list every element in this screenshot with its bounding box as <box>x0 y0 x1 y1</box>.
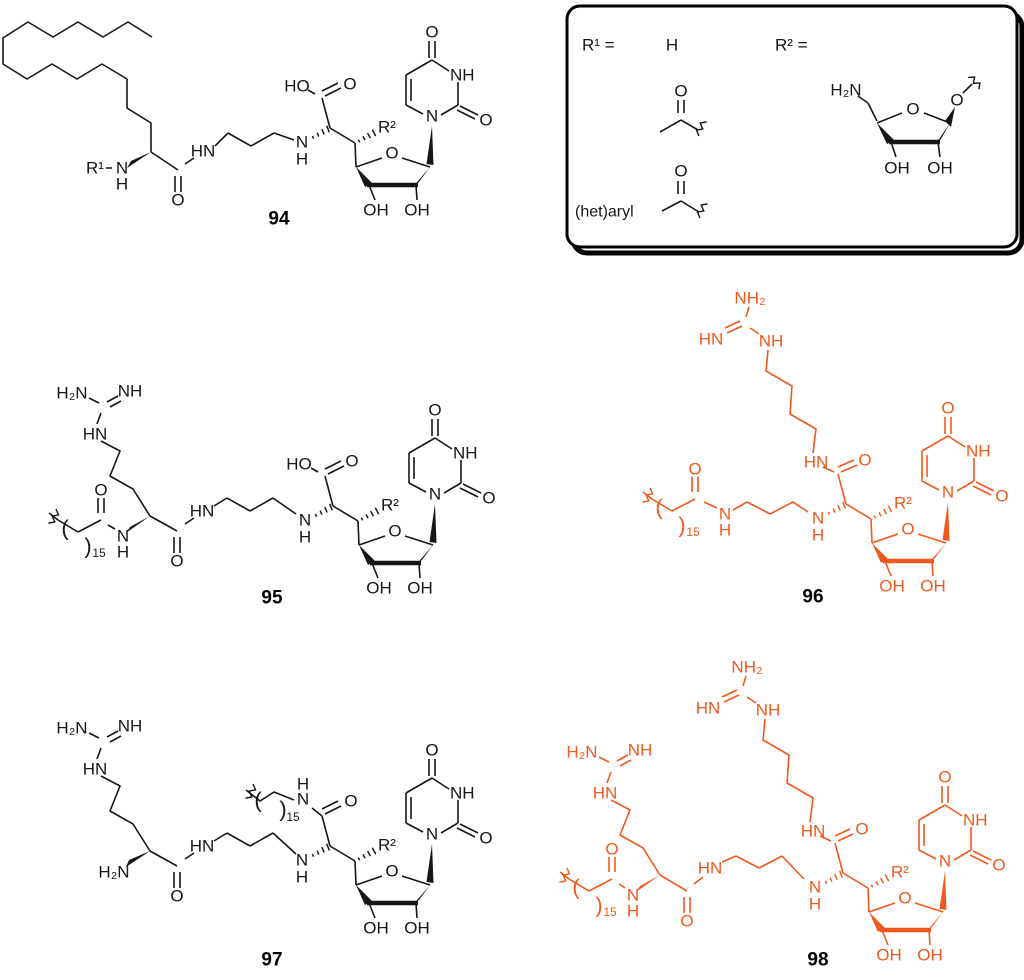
structure-number-labels: 94 95 96 97 98 <box>261 209 828 971</box>
atom-label-n: N <box>117 527 129 546</box>
repeat-paren-open: ( <box>254 788 262 813</box>
alkyl-chain <box>245 789 295 802</box>
alkyl-chain <box>2 21 153 152</box>
atom-label-o: O <box>674 162 687 181</box>
atom-label-o: O <box>170 887 183 906</box>
structure-97: ( ) 15 H₂N O HN N H O <box>55 715 493 938</box>
guanidine-96 <box>697 287 785 352</box>
structure-number-94: 94 <box>268 209 290 230</box>
atom-label-n: N <box>297 790 309 809</box>
atom-label-o: O <box>171 191 184 210</box>
structure-number-96: 96 <box>802 587 823 608</box>
atom-label-hn: HN <box>190 502 215 521</box>
atom-label-hn: HN <box>698 859 723 878</box>
r1-substituent-label: R¹ <box>86 159 104 178</box>
guanidine-97 <box>55 715 144 780</box>
arg-side-chain-98 <box>610 799 661 876</box>
atom-label-ho: HO <box>284 77 310 96</box>
wedge-bond <box>126 851 150 867</box>
guanidine-98-right <box>694 656 782 721</box>
structure-number-97: 97 <box>261 950 282 971</box>
wedge-bond <box>945 107 955 127</box>
atom-label-n: N <box>719 505 731 524</box>
repeat-count-15: 15 <box>286 810 300 824</box>
wedge-bond <box>636 875 660 892</box>
structure-number-98: 98 <box>807 950 828 971</box>
atom-label-o: O <box>858 451 871 470</box>
legend-hetaryl-bonds <box>661 181 709 219</box>
atom-label-o: O <box>345 452 358 471</box>
structure-97-bonds <box>126 783 342 888</box>
atom-label-o: O <box>950 91 963 110</box>
atom-label-h2n: H₂N <box>830 81 861 100</box>
repeat-paren-close: ) <box>279 797 286 822</box>
atom-label-h2n: H₂N <box>98 863 129 882</box>
legend-r2-definition: R² = <box>775 36 808 55</box>
structure-95-bonds <box>107 460 345 553</box>
arg-side-chain-95 <box>100 440 151 517</box>
legend-hetaryl-label: (het)aryl <box>575 204 634 221</box>
atom-label-h: H <box>117 543 129 562</box>
legend-r1-definition: R¹ = <box>582 36 615 55</box>
nucleoside-core-95 <box>299 401 496 598</box>
nucleoside-core-97 <box>296 741 493 938</box>
atom-label-ring-o: O <box>906 100 919 119</box>
aminobutyl-96 <box>765 349 830 473</box>
palmitoyl-95 <box>48 481 107 561</box>
atom-label-hn: HN <box>191 142 216 161</box>
structure-98-bonds <box>618 828 854 913</box>
atom-label-n: N <box>627 886 639 905</box>
atom-label-h: H <box>627 902 639 921</box>
structure-96-bonds <box>703 459 858 515</box>
aminobutyl-98 <box>762 718 827 842</box>
structure-96: O N H <box>642 287 1009 596</box>
atom-label-o: O <box>855 820 868 839</box>
wedge-bond <box>126 516 150 533</box>
nucleoside-core-96 <box>812 399 1009 596</box>
legend-r1-hydrogen: H <box>666 36 678 55</box>
legend-acetyl-bonds <box>659 100 708 137</box>
structure-95: N H O HN HO O <box>48 380 496 598</box>
structure-98: O N H O HN <box>559 656 1006 965</box>
wedge-bond <box>127 152 151 168</box>
structure-94-bonds <box>2 21 342 192</box>
atom-label-o: O <box>343 75 356 94</box>
wedge-bond <box>877 123 894 144</box>
atom-label-o: O <box>170 552 183 571</box>
atom-label-o: O <box>344 792 357 811</box>
structure-94: R¹ N H O HN HO O <box>2 21 493 220</box>
legend-r2-sugar-bonds <box>857 73 984 158</box>
atom-label-o: O <box>680 912 693 931</box>
legend-box-border <box>565 4 1019 249</box>
atom-label-o: O <box>674 82 687 101</box>
legend-box: R¹ = H R² = O O (het)aryl H₂N O OH OH O <box>565 4 1024 256</box>
palmitoyl-96 <box>642 460 701 540</box>
arg-side-chain-97 <box>100 775 151 852</box>
guanidine-95 <box>55 380 144 445</box>
wedge-bond <box>935 123 950 145</box>
palmitoyl-98 <box>559 840 618 920</box>
guanidine-98-left <box>565 739 654 804</box>
nucleoside-core-94 <box>296 23 493 220</box>
atom-label-ho: HO <box>286 455 312 474</box>
atom-label-h: H <box>297 775 309 794</box>
atom-label-h: H <box>719 521 731 540</box>
atom-label-oh: OH <box>927 159 953 178</box>
nucleoside-core-98 <box>809 768 1006 965</box>
atom-label-h: H <box>116 175 128 194</box>
atom-label-n: N <box>116 159 128 178</box>
structure-number-95: 95 <box>261 588 283 609</box>
atom-label-oh: OH <box>884 159 910 178</box>
atom-label-hn: HN <box>190 837 215 856</box>
